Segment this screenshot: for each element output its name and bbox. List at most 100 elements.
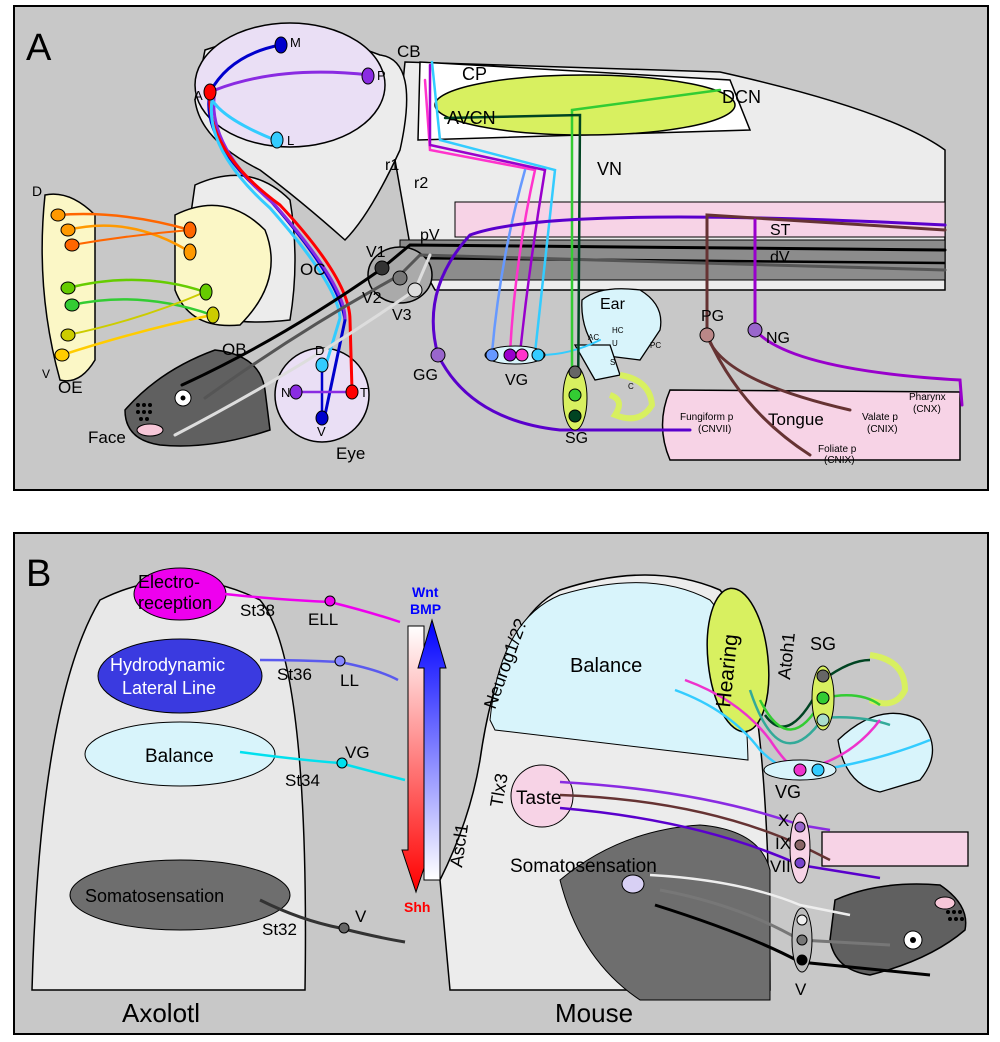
mouse-node-sg-1 <box>816 669 830 683</box>
fiber-vn-purple <box>428 63 547 355</box>
node-eye-v <box>315 410 329 426</box>
label-nerve-ix: IX <box>775 834 791 853</box>
node-sg-1 <box>568 365 582 379</box>
mouse-somato-domain <box>559 824 771 1001</box>
fiber-tectum-cyan <box>209 95 342 370</box>
label-electro-2: reception <box>138 593 212 613</box>
label-shh: Shh <box>404 899 430 915</box>
label-pg: PG <box>701 308 724 325</box>
mouse-fiber-ix <box>559 793 831 862</box>
fiber-olfactory-yellow <box>60 313 214 357</box>
label-pharynx-nerve: (CNX) <box>913 404 941 415</box>
fiber-sg-green <box>570 88 722 402</box>
node-gg <box>430 347 446 363</box>
label-mouse-somato: Somatosensation <box>510 856 657 877</box>
label-r2: r2 <box>414 175 428 192</box>
label-dcn: DCN <box>722 87 761 107</box>
fiber-olfactory-yellow-2 <box>67 291 206 336</box>
label-oe: OE <box>58 378 83 397</box>
label-eye-d: D <box>315 343 324 358</box>
node-oe-4 <box>60 281 76 295</box>
mouse-head-whisker-dots <box>946 910 964 921</box>
label-cb: CB <box>397 42 421 61</box>
node-vg-4 <box>531 348 545 362</box>
face-outline <box>124 349 271 447</box>
fiber-olfactory-green-2 <box>70 298 214 317</box>
label-ear-hc: HC <box>612 326 624 335</box>
mouse-node-vg-1 <box>793 763 807 777</box>
node-oe-5 <box>64 298 80 312</box>
label-st36: St36 <box>277 665 312 684</box>
mouse-cochlea <box>868 652 909 707</box>
label-wnt: Wnt <box>412 584 439 600</box>
label-ob: OB <box>222 340 247 359</box>
axolotl-lateral-line-domain <box>97 638 263 714</box>
label-ear-pc: PC <box>650 341 661 350</box>
label-ear-c: C <box>628 382 634 391</box>
node-tectum-p <box>361 67 375 85</box>
label-axolotl-somato: Somatosensation <box>85 886 224 906</box>
mouse-node-vii <box>794 857 806 869</box>
inner-ear-a <box>573 288 662 381</box>
face-whisker-dots <box>136 403 152 421</box>
node-ob-2 <box>183 243 197 261</box>
fiber-olfactory-green-1 <box>66 278 207 294</box>
mouse-inner-ear <box>837 712 933 793</box>
label-eye-t: T <box>360 385 368 400</box>
label-vn: VN <box>597 159 622 179</box>
fiber-olfactory-orange-2 <box>66 224 192 254</box>
label-face: Face <box>88 428 126 447</box>
fiber-olfactory-orange-1 <box>56 212 192 232</box>
fiber-tectum-purple <box>212 70 372 320</box>
fiber-vn-cyan <box>430 60 557 355</box>
node-ob-4 <box>206 306 220 324</box>
label-tectum-p: P <box>377 68 386 83</box>
label-mouse-vg: VG <box>775 782 801 802</box>
axolotl-somato-domain <box>69 859 291 931</box>
label-pv: pV <box>420 227 440 244</box>
label-hydro-1: Hydrodynamic <box>110 655 225 675</box>
fiber-gg-tongue <box>436 353 692 432</box>
node-ng <box>747 322 763 338</box>
label-v2: V2 <box>362 290 382 307</box>
axolotl-node-vg <box>336 757 348 769</box>
fiber-vn-blue <box>490 168 527 355</box>
panel-a-letter: A <box>26 27 52 69</box>
optic-tectum <box>194 22 386 148</box>
label-ear: Ear <box>600 296 626 313</box>
mouse-node-vg-2 <box>811 763 825 777</box>
label-tectum-a: A <box>194 88 203 103</box>
mouse-fiber-v-white <box>649 873 851 917</box>
mouse-node-sg-3 <box>816 713 830 727</box>
label-pharynx: Pharynx <box>909 392 946 403</box>
label-ear-u: U <box>612 339 618 348</box>
label-fungiform-nerve: (CNVII) <box>698 424 731 435</box>
mouse-node-v-1 <box>796 914 808 926</box>
node-tectum-a <box>203 83 217 101</box>
face-pupil <box>180 395 186 401</box>
label-atoh1: Atoh1 <box>774 632 799 681</box>
label-ll: LL <box>340 671 359 690</box>
label-ng: NG <box>766 330 790 347</box>
fiber-pg <box>705 213 947 337</box>
node-eye-t <box>345 384 359 400</box>
fiber-ng-tongue <box>753 328 964 407</box>
label-st38: St38 <box>240 601 275 620</box>
label-axolotl-balance: Balance <box>145 746 214 767</box>
mouse-fiber-vii <box>559 806 881 880</box>
label-ear-ac: AC <box>588 333 599 342</box>
label-eye-n: N <box>281 385 290 400</box>
mouse-head-mouth <box>934 896 956 910</box>
node-v1 <box>374 260 390 276</box>
label-nerve-x: X <box>778 811 789 830</box>
node-vg-2 <box>503 348 517 362</box>
mouse-head <box>829 883 967 976</box>
label-nerve-vii: VII <box>770 857 791 876</box>
node-oe-6 <box>60 328 76 342</box>
fiber-v1 <box>180 243 947 387</box>
node-vg-3 <box>515 348 529 362</box>
node-pg <box>699 327 715 343</box>
label-olfactory-d: D <box>32 183 42 199</box>
node-v3 <box>407 282 423 298</box>
